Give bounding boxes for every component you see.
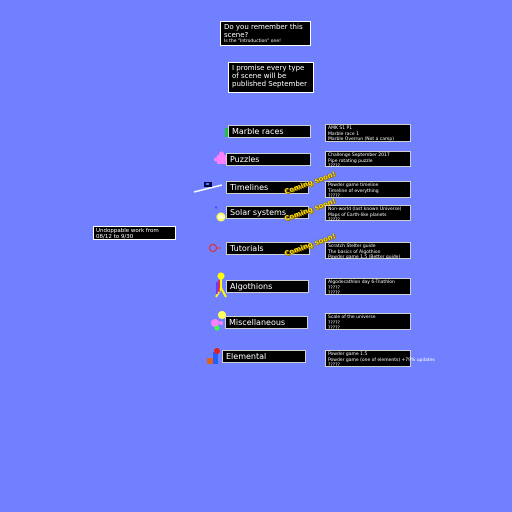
info-line: Powder game timeline — [328, 183, 379, 188]
info-line: Powder game (one of elements) +79% updat… — [328, 357, 435, 363]
info-puzzles: Challenge September 2017 Pipe rotating p… — [325, 151, 411, 169]
info-line: The basics of Algothion — [328, 249, 381, 255]
info-line: ????? — [328, 320, 340, 326]
intro-subtext: Is the "Introduction" one! — [224, 39, 281, 44]
marble-icon — [225, 128, 229, 137]
info-algothions: Algodecathlon day 6-Triathlon ????? ????… — [325, 278, 411, 296]
category-algothions[interactable]: Algothions — [226, 280, 309, 293]
intro-text: Do you remember this scene? — [224, 23, 303, 39]
sun-icon — [215, 206, 226, 222]
info-line: Marble Overrun (Not a camp) — [328, 137, 395, 142]
category-elemental[interactable]: Elemental — [222, 350, 306, 363]
info-line: Marble race 1 — [328, 131, 359, 137]
info-line: ????? — [328, 326, 340, 331]
info-line: Non-world (last known Universe) — [328, 207, 402, 212]
info-line: ????? — [328, 291, 340, 296]
info-line: Scale of the universe — [328, 315, 376, 320]
info-line: AMK S1 P1 — [328, 126, 353, 131]
elemental-icon — [207, 348, 220, 364]
info-elemental: Powder game 1.5 Powder game (one of elem… — [325, 350, 435, 368]
info-line: Algodecathlon day 6-Triathlon — [328, 280, 395, 285]
info-line: Powder game 1.5 — [328, 352, 368, 357]
intro-box: Do you remember this scene? Is the "Intr… — [220, 21, 311, 46]
category-puzzles[interactable]: Puzzles — [226, 153, 311, 166]
info-line: ????? — [328, 164, 340, 169]
category-timelines[interactable]: Timelines — [226, 181, 309, 194]
promise-text: I promise every type of scene will be pu… — [232, 64, 307, 88]
category-miscellaneous[interactable]: Miscellaneous — [225, 316, 308, 329]
info-timelines: Powder game timeline Timeline of everyth… — [325, 181, 411, 199]
info-line: ????? — [328, 194, 340, 199]
promise-box: I promise every type of scene will be pu… — [228, 62, 314, 93]
info-line: ????? — [328, 285, 340, 291]
undoable-work-text: Undoppable work from 08/12 to 9/30 — [96, 228, 159, 240]
info-line: Timeline of everything — [328, 188, 379, 194]
algothion-figure-icon — [215, 272, 227, 298]
undoable-work-box: Undoppable work from 08/12 to 9/30 — [93, 226, 176, 240]
timeline-comet-icon — [193, 182, 223, 193]
misc-blobs-icon — [211, 311, 226, 331]
info-solar-systems: Non-world (last known Universe) Maps of … — [325, 205, 411, 223]
info-line: ????? — [328, 363, 340, 368]
info-miscellaneous: Scale of the universe ????? ????? — [325, 313, 411, 331]
info-line: Pipe rotating puzzle — [328, 158, 373, 164]
info-line: Maps of Earth-like planets — [328, 212, 387, 218]
info-line: Powder game 1.5 (Better guide) — [328, 255, 401, 260]
info-marble-races: AMK S1 P1 Marble race 1 Marble Overrun (… — [325, 124, 411, 142]
tutorial-swirl-icon — [208, 243, 221, 253]
category-solar-systems[interactable]: Solar systems — [226, 206, 309, 219]
category-marble-races[interactable]: Marble races — [228, 125, 311, 138]
info-line: Challenge September 2017 — [328, 153, 390, 158]
info-line: Scratch Stelter guide — [328, 244, 376, 249]
category-tutorials[interactable]: Tutorials — [226, 242, 310, 255]
info-tutorials: Scratch Stelter guide The basics of Algo… — [325, 242, 411, 260]
info-line: ????? — [328, 218, 340, 223]
